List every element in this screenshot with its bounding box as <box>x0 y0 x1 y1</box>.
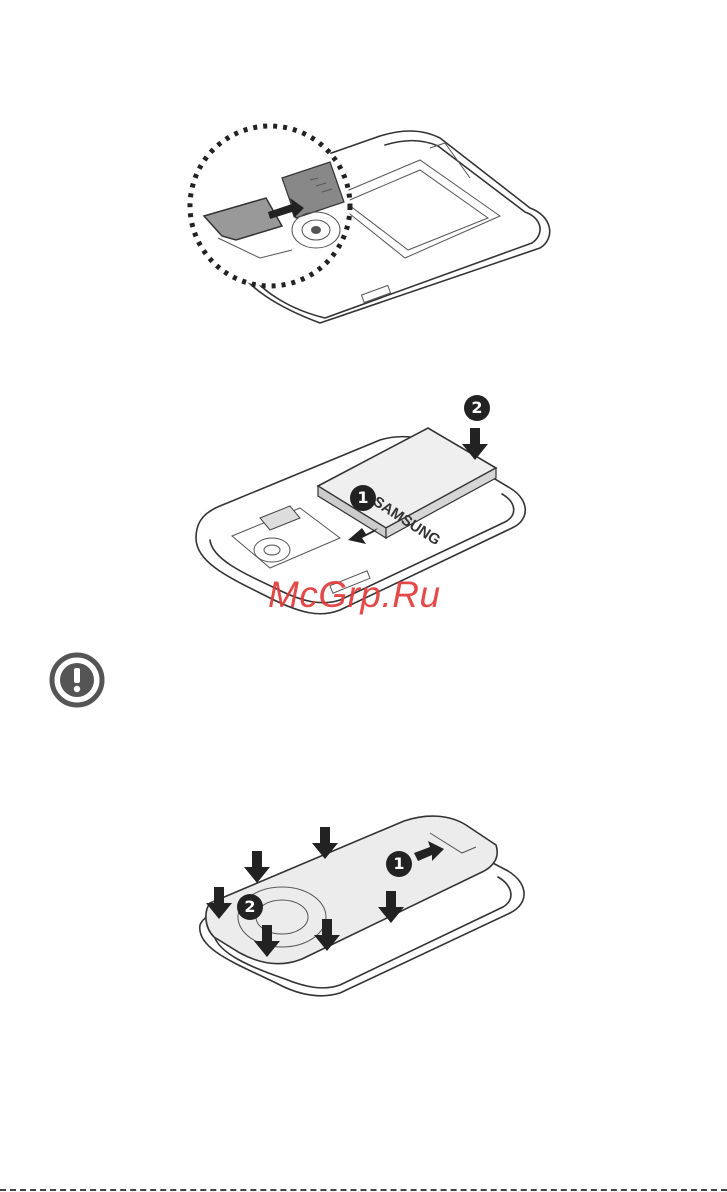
sim-insert-figure <box>0 118 727 338</box>
watermark-text: McGrp.Ru <box>268 574 478 616</box>
svg-text:1: 1 <box>357 488 368 507</box>
caution-icon <box>48 651 106 709</box>
step-1-badge: 1 <box>350 485 376 511</box>
page-bottom-rule <box>0 1189 727 1191</box>
back-cover-illustration <box>206 816 497 964</box>
step-2-badge: 2 <box>237 894 263 920</box>
svg-text:2: 2 <box>471 398 482 417</box>
cover-attach-figure: 1 2 <box>0 815 727 1015</box>
svg-text:1: 1 <box>393 854 404 873</box>
svg-text:2: 2 <box>244 897 255 916</box>
step-2-badge: 2 <box>464 395 490 421</box>
step-1-badge: 1 <box>386 851 412 877</box>
